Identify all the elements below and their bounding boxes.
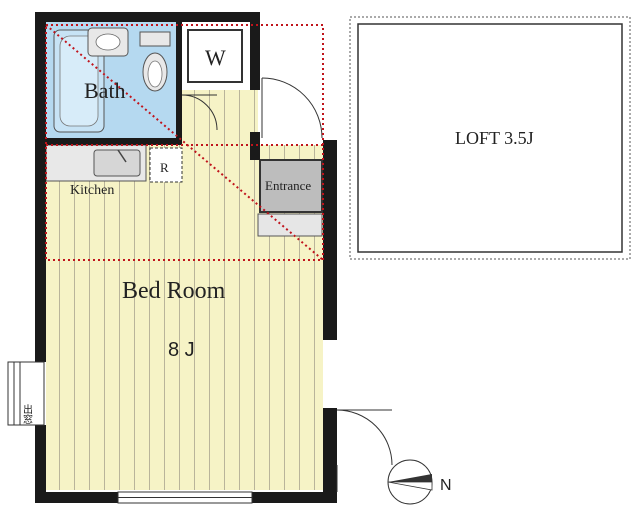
bath-door-swing: [181, 94, 218, 131]
bedroom-size-label: 8 J: [168, 339, 195, 361]
faucet: [117, 149, 127, 163]
loft-label: LOFT 3.5J: [455, 128, 534, 148]
kitchen-sink: [93, 149, 141, 177]
side-door-swing: [336, 409, 393, 466]
wall-left-upper: [35, 12, 46, 362]
wall-bottom-right: [252, 492, 337, 503]
wall-bath-bottom: [46, 138, 182, 145]
loft-above-outline: [45, 24, 324, 261]
entrance-door-swing: [261, 77, 323, 139]
kitchen-label: Kitchen: [70, 183, 114, 198]
bay-window: [7, 361, 45, 426]
hall-floor: [180, 90, 258, 150]
toilet-seat: [147, 60, 163, 88]
fridge-box: [149, 147, 183, 183]
loft-inner: [357, 23, 623, 253]
wall-entrance-left: [250, 12, 260, 90]
wall-left-lower: [35, 425, 46, 503]
fridge-label: R: [160, 160, 169, 175]
bath-label: Bath: [84, 78, 126, 103]
entrance-label: Entrance: [265, 178, 311, 193]
washer-label: W: [205, 45, 226, 70]
washer-box: [187, 29, 243, 83]
bedroom-label: Bed Room: [122, 278, 226, 304]
bathtub-inner: [59, 35, 99, 127]
sink-basin: [95, 33, 121, 51]
bottom-window: [117, 491, 253, 504]
wall-top: [35, 12, 260, 22]
wall-right-upper: [323, 140, 337, 340]
bay-window-label: 出窓: [21, 403, 33, 424]
compass-rose-icon: [387, 459, 433, 505]
north-label: N: [440, 477, 452, 494]
wall-right-lower: [323, 408, 337, 503]
entrance-box: [259, 159, 323, 213]
walls: [35, 12, 337, 503]
doors: [181, 77, 393, 492]
wall-bottom-left: [35, 492, 118, 503]
wall-hall: [250, 132, 260, 160]
wall-bath-divider: [176, 12, 182, 140]
toilet-tank: [139, 31, 171, 47]
